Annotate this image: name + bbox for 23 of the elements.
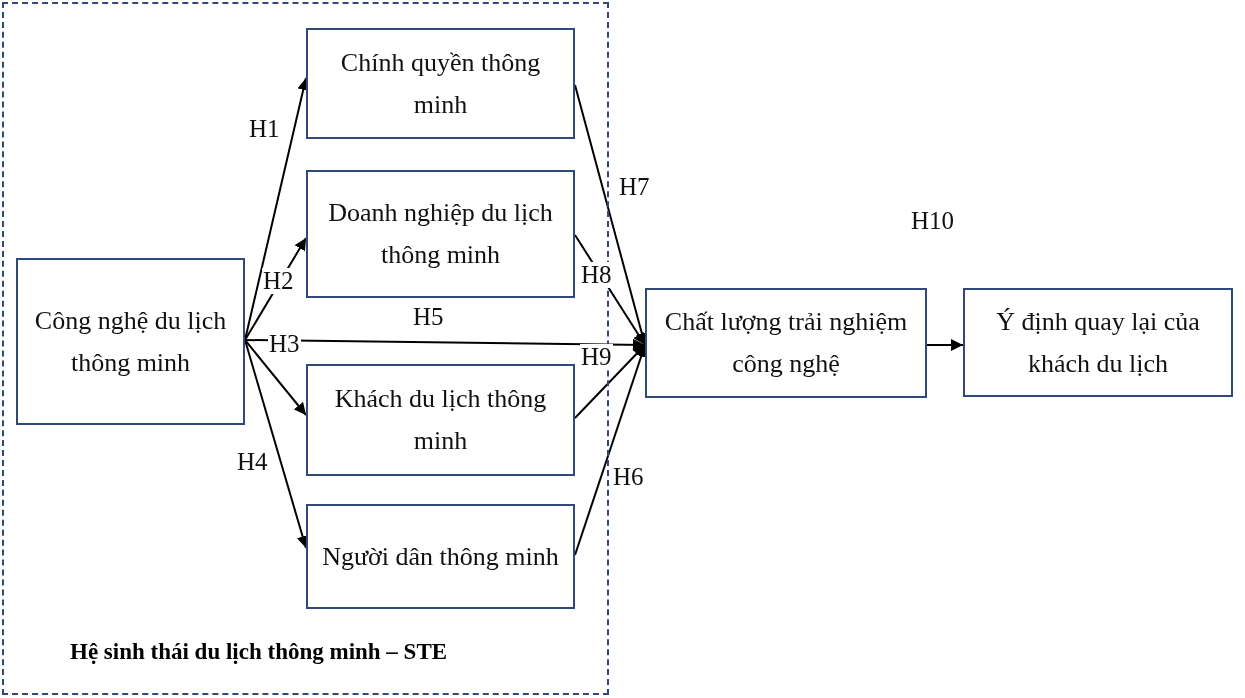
- arrow: [244, 338, 646, 351]
- edge-label: H8: [580, 262, 613, 288]
- box-label: Chính quyền thông minh: [339, 46, 542, 121]
- concept-box: [306, 504, 575, 609]
- concept-box: [16, 258, 245, 425]
- concept-box: [963, 288, 1233, 397]
- concept-box: [306, 28, 575, 139]
- concept-box: [645, 288, 927, 398]
- box-label: Người dân thông minh: [322, 540, 559, 573]
- edge-label: H2: [262, 268, 295, 294]
- concept-box: [306, 364, 575, 476]
- box-label: Khách du lịch thông minh: [333, 383, 548, 457]
- concept-box: [306, 170, 575, 298]
- arrow: [574, 344, 646, 419]
- box-label: Công nghệ du lịch thông minh: [33, 304, 228, 379]
- arrow: [926, 339, 964, 351]
- box-label: Doanh nghiệp du lịch thông minh: [327, 197, 554, 271]
- dashed-group-frame: [2, 2, 609, 695]
- box-label: Ý định quay lại của khách du lịch: [995, 305, 1201, 380]
- edge-label: H9: [580, 344, 613, 370]
- box-label: Chất lượng trải nghiệm công nghệ: [663, 306, 909, 380]
- arrow: [244, 339, 307, 416]
- group-heading: Hệ sinh thái du lịch thông minh – STE: [70, 639, 448, 665]
